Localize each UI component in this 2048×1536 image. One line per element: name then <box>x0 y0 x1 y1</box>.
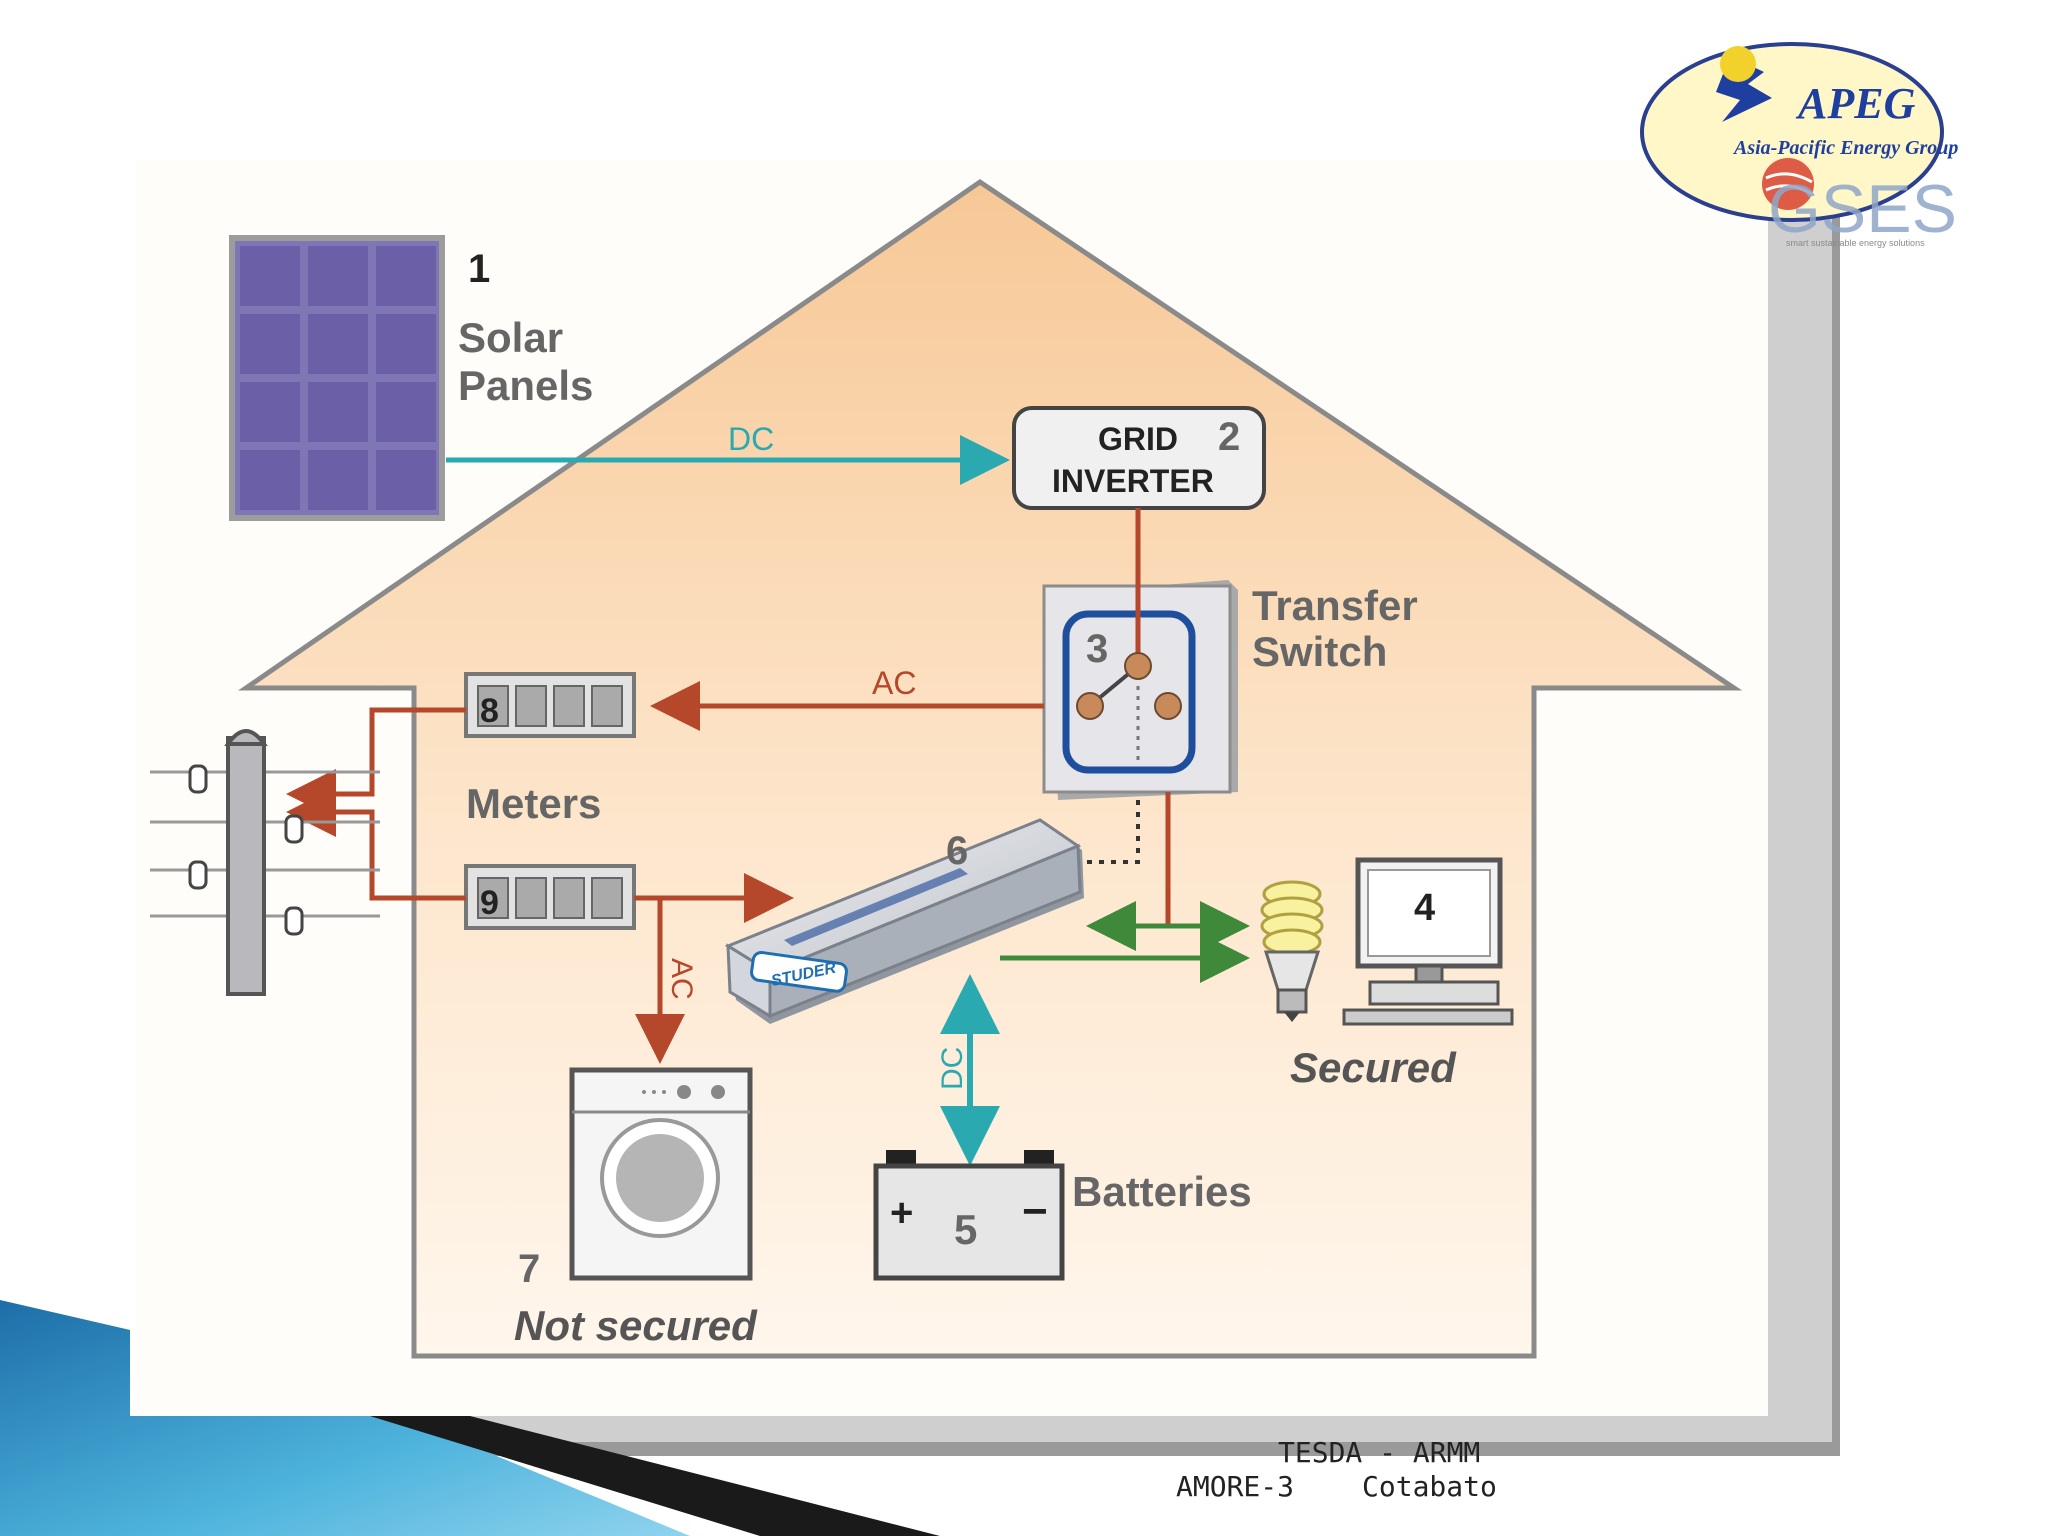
logo-name: APEG <box>1795 79 1916 128</box>
logo-tagline: smart sustainable energy solutions <box>1786 238 1925 248</box>
meter-bottom-number: 9 <box>480 884 499 922</box>
computer-icon <box>1342 857 1514 1026</box>
footer-line2-right: Cotabato <box>1362 1470 1497 1503</box>
batteries-number: 5 <box>954 1206 977 1253</box>
dc-label-top: DC <box>728 421 774 457</box>
slide-footer: TESDA - ARMM AMORE-3 Cotabato <box>0 1430 2048 1510</box>
battery-inverter-number: 6 <box>946 829 968 873</box>
load-number: 4 <box>1414 887 1435 929</box>
logo-subtitle: Asia-Pacific Energy Group <box>1732 137 1958 159</box>
footer-line1: TESDA - ARMM <box>1278 1436 1481 1469</box>
transfer-label-line1: Transfer <box>1252 582 1418 629</box>
ac-label-top: AC <box>872 665 916 701</box>
secured-label: Secured <box>1290 1044 1457 1091</box>
inverter-line1: GRID <box>1098 421 1178 457</box>
ac-wires-meters-pole <box>286 707 466 901</box>
logo-mark: GSES <box>1768 171 1957 247</box>
meters-label: Meters <box>466 780 601 827</box>
transfer-number: 3 <box>1086 627 1108 671</box>
meter-bottom-icon <box>464 864 636 930</box>
washer-number: 7 <box>518 1247 540 1291</box>
meter-top-number: 8 <box>480 692 499 730</box>
solar-label-line1: Solar <box>458 314 563 361</box>
inverter-number: 2 <box>1218 415 1240 459</box>
batteries-label: Batteries <box>1072 1168 1252 1215</box>
house-shape <box>237 178 1743 1359</box>
transfer-label-line2: Switch <box>1252 628 1387 675</box>
transfer-switch-icon <box>1042 580 1238 800</box>
meter-top-icon <box>464 672 636 738</box>
not-secured-label: Not secured <box>514 1302 758 1349</box>
inverter-line2: INVERTER <box>1052 463 1214 499</box>
batteries-minus: − <box>1022 1187 1048 1236</box>
battery-inverter-icon <box>724 818 1084 1024</box>
light-bulb-icon <box>1260 880 1324 1022</box>
solar-panel-icon <box>229 235 445 521</box>
washing-machine-icon <box>569 1067 753 1281</box>
batteries-plus: + <box>890 1191 913 1235</box>
solar-number: 1 <box>468 247 490 291</box>
battery-icon <box>873 1150 1065 1281</box>
solar-label-line2: Panels <box>458 362 593 409</box>
dc-label-vertical: DC <box>936 1047 969 1090</box>
ac-label-vertical: AC <box>665 958 698 1000</box>
utility-pole-icon <box>150 729 380 996</box>
corner-swoosh <box>0 1300 940 1536</box>
control-link-dotted <box>1082 800 1140 864</box>
footer-line2-left: AMORE-3 <box>1176 1470 1295 1503</box>
apeg-logo <box>1640 42 1944 222</box>
